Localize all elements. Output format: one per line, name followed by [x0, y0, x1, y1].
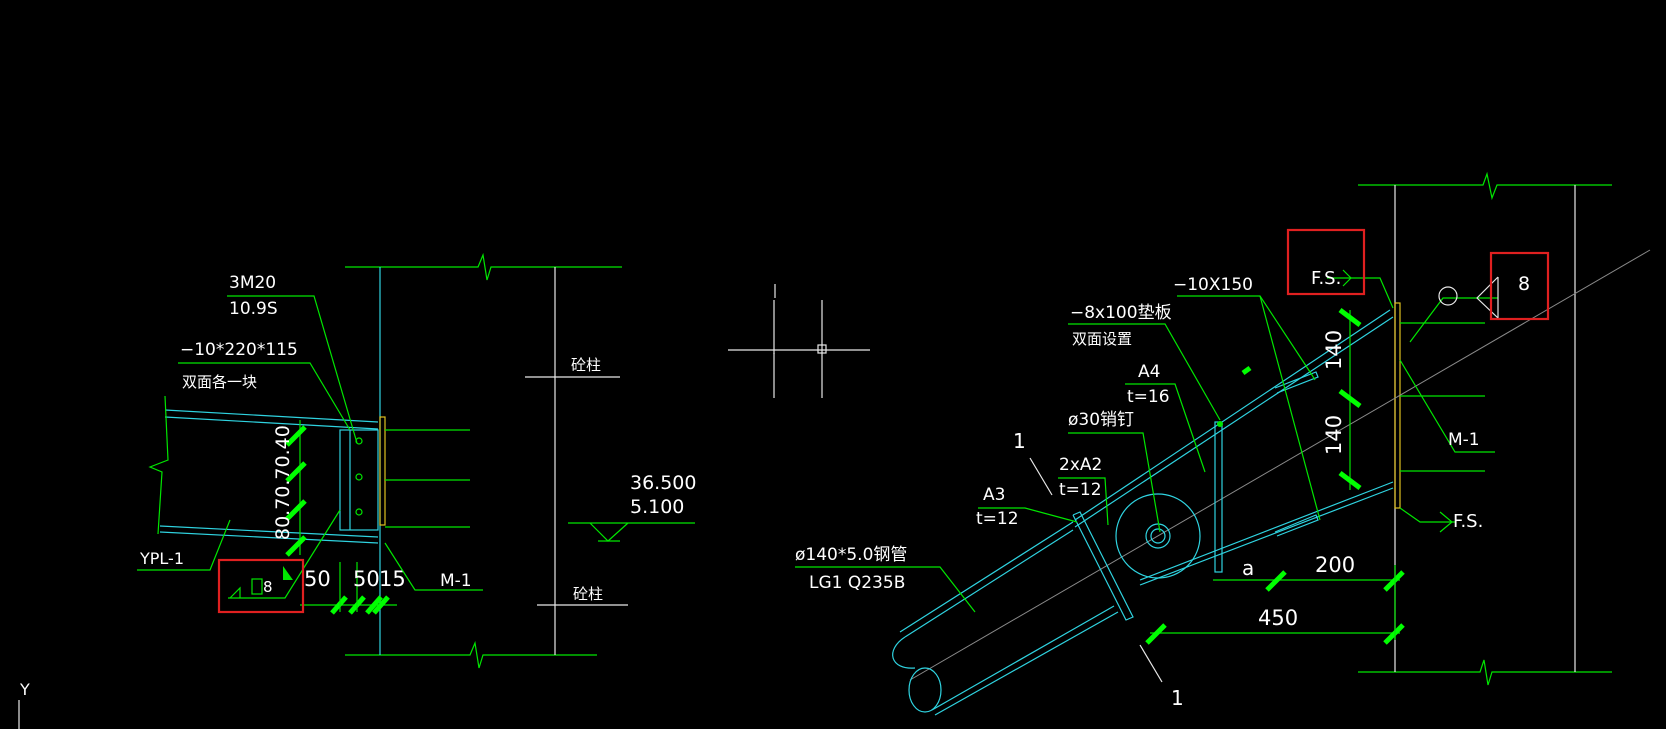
pin-label: ø30销钉 — [1068, 410, 1134, 430]
steel-pipe-top — [899, 521, 1074, 633]
dim-15: 15 — [379, 567, 406, 591]
end-plate — [379, 416, 386, 526]
left-detail-view: 砼柱 砼柱 36.500 5.100 80.70.70.40 — [137, 252, 696, 669]
break-line-top — [345, 252, 622, 281]
embed-label-right: M-1 — [1448, 430, 1480, 450]
pad-note: 双面设置 — [1072, 330, 1132, 348]
section-label-bottom: 1 — [1171, 686, 1184, 710]
elevation-triangle-icon — [589, 522, 629, 542]
embed-label-left: M-1 — [440, 571, 472, 591]
plate-label-right: −10X150 — [1173, 275, 1253, 295]
section-mark-top — [1029, 457, 1053, 496]
a3-t: t=12 — [976, 509, 1019, 529]
fs-bottom: F.S. — [1453, 511, 1483, 532]
gusset-bottom-edge — [1139, 481, 1394, 581]
plate-note: 双面各一块 — [182, 373, 257, 391]
bolt-grade: 10.9S — [229, 299, 278, 319]
beam-bottom-flange — [159, 531, 379, 544]
ucs-icon: Y — [18, 680, 30, 729]
pipe-grade: LG1 Q235B — [809, 573, 905, 593]
dim-450: 450 — [1258, 606, 1298, 630]
a2-label: 2xA2 — [1059, 455, 1102, 475]
pin-hub — [1115, 493, 1201, 579]
gusset-top-edge — [1074, 309, 1391, 521]
elevation-top: 36.500 — [630, 472, 696, 494]
break-line-bottom — [345, 640, 597, 669]
section-label-top: 1 — [1013, 429, 1026, 453]
crosshair-cursor-icon — [728, 284, 870, 398]
weld-triangle-icon-right — [1476, 276, 1499, 320]
a4-t: t=16 — [1127, 387, 1170, 407]
right-detail-view: 140 140 a 200 450 1 1 −10X150 −8x100垫板 双… — [795, 171, 1651, 716]
steel-pipe-bottom — [934, 611, 1119, 716]
weld-size-right: 8 — [1518, 273, 1530, 295]
weld-size-left: 8 — [263, 578, 273, 596]
dim-140-bottom: 140 — [1322, 415, 1346, 455]
dim-200: 200 — [1315, 553, 1355, 577]
bolt-label: 3M20 — [229, 273, 276, 293]
dim-50a: 50 — [304, 567, 331, 591]
column-label-top: 砼柱 — [571, 356, 601, 374]
fs-top: F.S. — [1311, 268, 1341, 289]
plate-label: −10*220*115 — [180, 340, 298, 360]
section-mark-bottom — [1139, 644, 1163, 683]
elevation-bottom: 5.100 — [630, 496, 684, 518]
vertical-dims-text: 80.70.70.40 — [272, 425, 294, 540]
pad-label: −8x100垫板 — [1070, 303, 1172, 323]
a4-label: A4 — [1138, 362, 1160, 382]
highlight-weld-left — [217, 558, 305, 614]
y-axis-label: Y — [19, 680, 30, 699]
a2-t: t=12 — [1059, 480, 1102, 500]
beam-break-line — [148, 395, 169, 535]
dim-50b: 50 — [353, 567, 380, 591]
beam-top-flange — [164, 409, 379, 423]
embed-plate — [1394, 302, 1401, 509]
beam-label: YPL-1 — [139, 549, 184, 568]
highlight-fs-top — [1286, 228, 1366, 296]
column-label-bottom: 砼柱 — [573, 585, 603, 603]
plate-a3 — [1072, 511, 1134, 621]
pipe-label: ø140*5.0钢管 — [795, 545, 907, 565]
pipe-end — [908, 667, 942, 713]
dim-140-top: 140 — [1322, 330, 1346, 370]
highlight-weld-right — [1489, 251, 1550, 321]
a3-label: A3 — [983, 485, 1005, 505]
weld-triangle-icon — [229, 586, 241, 599]
connection-plate — [339, 429, 379, 531]
brace-centerline — [909, 249, 1651, 681]
dim-a: a — [1242, 556, 1254, 580]
